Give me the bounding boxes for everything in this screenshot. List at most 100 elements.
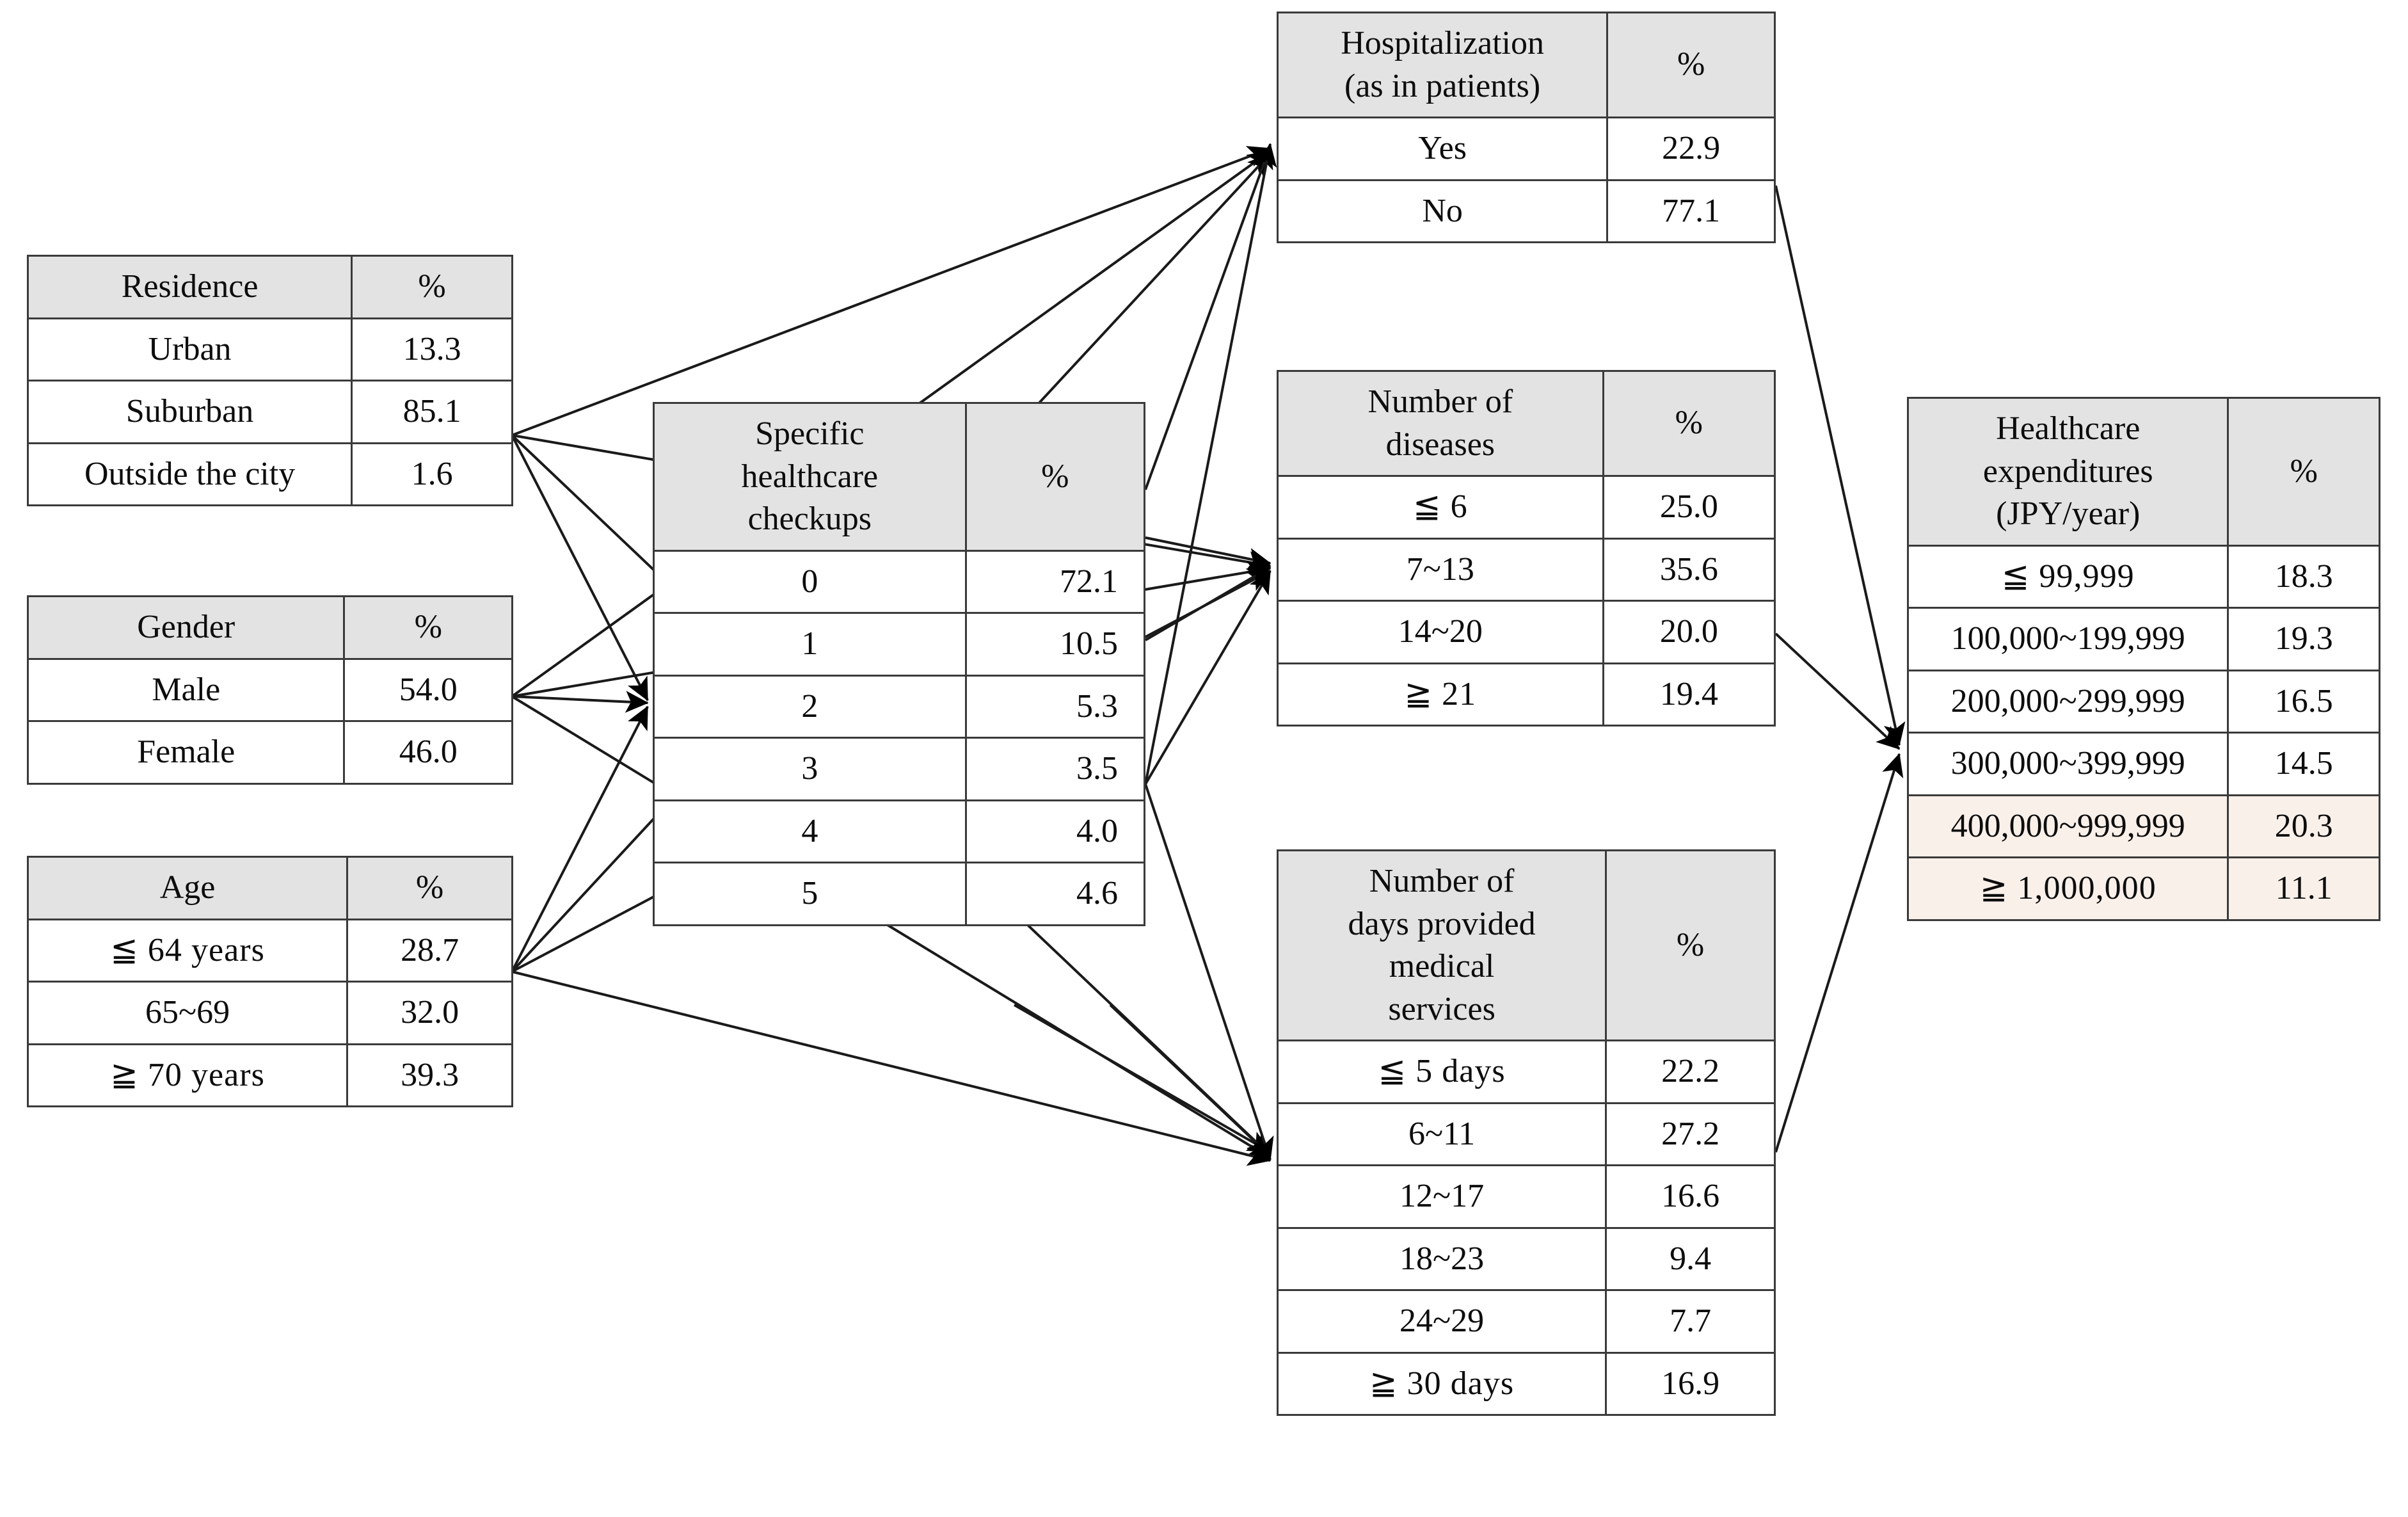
table-row: 1 10.5	[653, 612, 1146, 677]
checkups-pct-header: %	[964, 402, 1146, 552]
table-row: Outside the city 1.6	[26, 442, 513, 507]
edge-hospitalization-expenditures	[1774, 185, 1906, 746]
table-header-row: Number of days provided medical services…	[1276, 849, 1776, 1042]
age-row-label: 65~69	[26, 981, 349, 1045]
expenditures-row-label: 400,000~999,999	[1906, 794, 2229, 859]
expenditures-row-value: 11.1	[2227, 856, 2380, 921]
table-row: 5 4.6	[653, 862, 1146, 926]
gender-row-label: Female	[26, 720, 346, 785]
table-row: 6~11 27.2	[1276, 1102, 1776, 1167]
table-row: 0 72.1	[653, 549, 1146, 614]
days-row-label: ≦ 5 days	[1276, 1039, 1607, 1104]
table-row: Female 46.0	[26, 720, 513, 785]
gender-row-label: Male	[26, 657, 346, 723]
diseases-title: Number of diseases	[1277, 369, 1604, 478]
hospitalization-title-line: Hospitalization	[1341, 25, 1544, 61]
hospitalization-row-label: No	[1276, 179, 1609, 244]
checkups-row-value: 72.1	[964, 549, 1146, 614]
table-checkups: Specific healthcare checkups % 0 72.1 1 …	[653, 402, 1146, 926]
expenditures-title-line: (JPY/year)	[1996, 495, 2141, 533]
table-row: Yes 22.9	[1276, 116, 1776, 181]
table-row: 24~29 7.7	[1276, 1289, 1776, 1354]
edge-diseases-expenditures	[1774, 632, 1901, 750]
hospitalization-row-label: Yes	[1276, 116, 1609, 181]
diseases-title-line: Number of	[1367, 383, 1513, 420]
table-row: ≧ 21 19.4	[1277, 662, 1776, 727]
expenditures-pct-header: %	[2227, 397, 2380, 547]
edge-checkups-diseases-c	[1144, 570, 1272, 785]
checkups-title: Specific healthcare checkups	[653, 402, 967, 552]
expenditures-row-value: 14.5	[2227, 732, 2380, 796]
expenditures-row-label: 200,000~299,999	[1906, 669, 2229, 734]
diseases-title-line: diseases	[1385, 426, 1495, 463]
edge-checkups-diseases-b	[1144, 566, 1272, 641]
diseases-row-label: ≦ 6	[1277, 475, 1604, 540]
days-row-label: 6~11	[1276, 1102, 1607, 1167]
expenditures-row-label: 300,000~399,999	[1906, 732, 2229, 796]
edge-age-days	[511, 970, 1272, 1166]
checkups-row-label: 0	[653, 549, 967, 614]
residence-row-label: Urban	[26, 317, 353, 382]
table-row: 65~69 32.0	[26, 981, 513, 1045]
table-row: Male 54.0	[26, 657, 513, 723]
expenditures-row-value: 19.3	[2227, 607, 2380, 671]
gender-row-value: 54.0	[343, 657, 513, 723]
edge-checkups-hospitalization-b	[1144, 143, 1277, 785]
checkups-row-label: 4	[653, 799, 967, 864]
edge-age-checkups	[511, 705, 649, 972]
expenditures-row-value: 16.5	[2227, 669, 2380, 734]
days-row-value: 22.2	[1605, 1039, 1776, 1104]
table-row: 14~20 20.0	[1277, 600, 1776, 664]
days-title: Number of days provided medical services	[1276, 849, 1607, 1042]
age-pct-header: %	[346, 856, 513, 920]
days-row-value: 9.4	[1605, 1226, 1776, 1292]
gender-row-value: 46.0	[343, 720, 513, 785]
table-row: Suburban 85.1	[26, 380, 513, 444]
checkups-row-value: 4.0	[964, 799, 1146, 864]
days-row-value: 27.2	[1605, 1102, 1776, 1167]
edge-residence-hospitalization	[511, 146, 1272, 437]
table-row: Urban 13.3	[26, 317, 513, 382]
diseases-row-label: 14~20	[1277, 600, 1604, 664]
table-days: Number of days provided medical services…	[1276, 849, 1776, 1417]
table-gender: Gender % Male 54.0 Female 46.0	[26, 595, 513, 785]
table-row: 300,000~399,999 14.5	[1906, 732, 2380, 796]
table-row: No 77.1	[1276, 179, 1776, 244]
gender-pct-header: %	[343, 595, 513, 660]
table-row: ≧ 30 days 16.9	[1276, 1351, 1776, 1417]
diseases-pct-header: %	[1602, 369, 1776, 478]
table-header-row: Age %	[26, 856, 513, 920]
diseases-row-label: 7~13	[1277, 537, 1604, 602]
days-row-value: 16.6	[1605, 1164, 1776, 1229]
checkups-row-label: 1	[653, 612, 967, 677]
hospitalization-title-line: (as in patients)	[1344, 67, 1541, 104]
table-header-row: Gender %	[26, 595, 513, 660]
table-header-row: Residence %	[26, 255, 513, 319]
edge-checkups-diseases-a	[1145, 536, 1272, 570]
edge-gender-checkups	[511, 691, 649, 713]
expenditures-row-label: ≧ 1,000,000	[1906, 856, 2229, 921]
diseases-row-value: 20.0	[1602, 600, 1776, 664]
table-row: 3 3.5	[653, 737, 1146, 801]
days-title-line: days provided	[1348, 905, 1536, 942]
days-pct-header: %	[1605, 849, 1776, 1042]
checkups-row-value: 5.3	[964, 674, 1146, 739]
days-row-value: 16.9	[1605, 1351, 1776, 1417]
checkups-title-line: Specific	[755, 415, 865, 452]
diseases-row-value: 25.0	[1602, 475, 1776, 540]
table-row: ≦ 64 years 28.7	[26, 918, 513, 983]
checkups-row-value: 4.6	[964, 862, 1146, 926]
residence-pct-header: %	[351, 255, 513, 319]
edge-checkups-hospitalization-a	[1144, 145, 1273, 490]
table-header-row: Number of diseases %	[1277, 369, 1776, 478]
table-row: 4 4.0	[653, 799, 1146, 864]
diseases-row-value: 35.6	[1602, 537, 1776, 602]
table-row: 100,000~199,999 19.3	[1906, 607, 2380, 671]
days-title-line: services	[1388, 990, 1495, 1027]
table-header-row: Hospitalization (as in patients) %	[1276, 11, 1776, 119]
table-residence: Residence % Urban 13.3 Suburban 85.1 Out…	[26, 255, 513, 507]
expenditures-title-line: Healthcare	[1996, 410, 2141, 447]
table-header-row: Specific healthcare checkups %	[653, 402, 1146, 552]
days-title-line: medical	[1389, 948, 1495, 985]
diseases-row-value: 19.4	[1602, 662, 1776, 727]
